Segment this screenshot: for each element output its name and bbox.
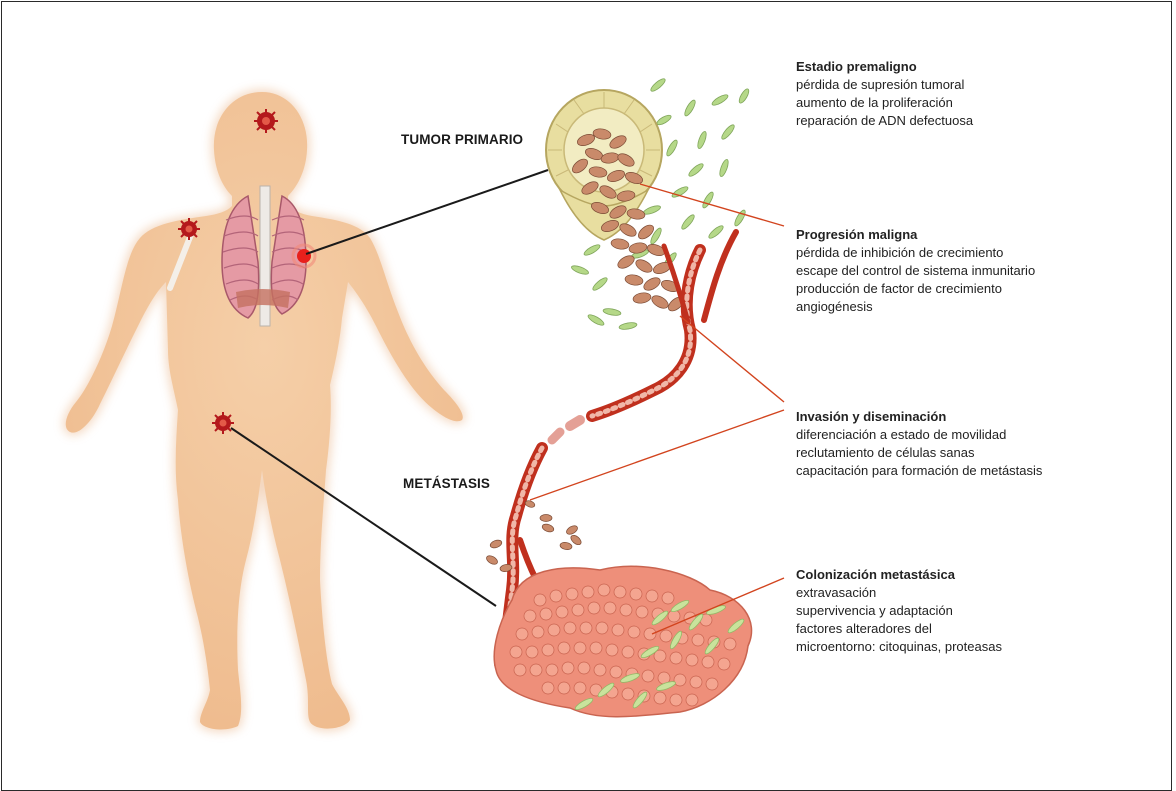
stage-title: Colonización metastásica: [796, 566, 1002, 584]
stage-line: reclutamiento de células sanas: [796, 444, 1042, 462]
stage-line: pérdida de inhibición de crecimiento: [796, 244, 1035, 262]
circulating-cells: [485, 499, 583, 572]
stage-line: aumento de la proliferación: [796, 94, 973, 112]
stage-line: reparación de ADN defectuosa: [796, 112, 973, 130]
stage-title: Progresión maligna: [796, 226, 1035, 244]
stage-premalignant: Estadio premaligno pérdida de supresión …: [796, 58, 973, 130]
leader-progression: [640, 184, 784, 226]
premalignant-gland: [546, 90, 662, 240]
stage-line: diferenciación a estado de movilidad: [796, 426, 1042, 444]
primary-tumor-dot: [297, 249, 311, 263]
stage-line: escape del control de sistema inmunitari…: [796, 262, 1035, 280]
stage-line: producción de factor de crecimiento: [796, 280, 1035, 298]
stage-line: factores alteradores del: [796, 620, 1002, 638]
stage-title: Estadio premaligno: [796, 58, 973, 76]
stage-colonization: Colonización metastásica extravasación s…: [796, 566, 1002, 656]
stage-title: Invasión y diseminación: [796, 408, 1042, 426]
leader-invasion-upper: [680, 316, 784, 402]
stage-line: microentorno: citoquinas, proteasas: [796, 638, 1002, 656]
connector-primary: [306, 170, 548, 254]
tumor-spot-abdomen: [212, 412, 234, 434]
stage-malignant-progression: Progresión maligna pérdida de inhibición…: [796, 226, 1035, 316]
stage-line: supervivencia y adaptación: [796, 602, 1002, 620]
tumor-spot-arm: [178, 218, 200, 240]
stage-line: extravasación: [796, 584, 1002, 602]
label-primary-tumor: TUMOR PRIMARIO: [401, 132, 523, 147]
label-metastasis: METÁSTASIS: [403, 476, 490, 491]
stage-line: angiogénesis: [796, 298, 1035, 316]
stage-line: capacitación para formación de metástasi…: [796, 462, 1042, 480]
metastasis-colony: [494, 566, 751, 716]
stage-line: pérdida de supresión tumoral: [796, 76, 973, 94]
stage-invasion: Invasión y diseminación diferenciación a…: [796, 408, 1042, 480]
tumor-spot-head: [254, 109, 278, 133]
